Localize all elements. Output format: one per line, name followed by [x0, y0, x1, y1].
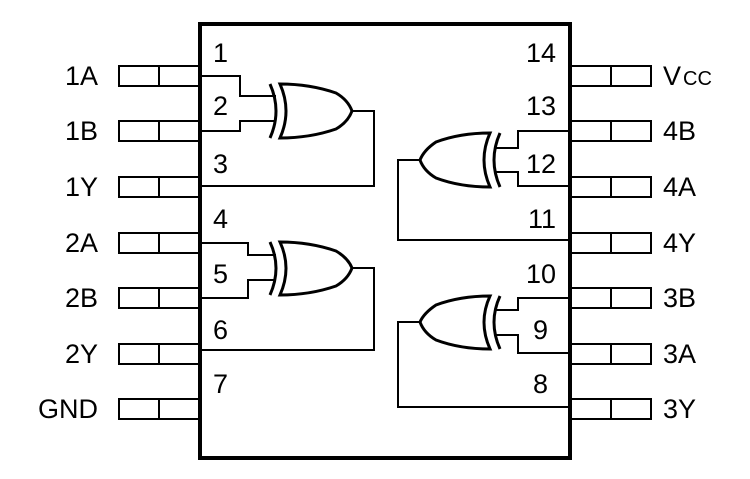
pin-9-number: 9	[533, 315, 548, 345]
pin-2-label: 1B	[65, 116, 98, 146]
pin-4-number: 4	[213, 204, 228, 234]
pin-7-number: 7	[213, 369, 228, 399]
pin-12-number: 12	[526, 149, 556, 179]
pin-9: 3A 9	[533, 315, 696, 369]
pin-6: 2Y 6	[65, 315, 228, 369]
pin-5-label: 2B	[65, 283, 98, 313]
pin-14-label-sub: CC	[683, 68, 712, 90]
internal-wiring	[200, 75, 570, 408]
right-pins: V CC 14 4B 13 4A 12 4Y 11 3B 10	[526, 38, 712, 424]
pin-14-label: V	[663, 61, 681, 91]
pin-8-label: 3Y	[663, 394, 696, 424]
pin-8: 3Y 8	[533, 369, 696, 424]
xor-gate-2	[268, 240, 354, 297]
pin-11: 4Y 11	[528, 204, 696, 258]
left-pins: 1A 1 1B 2 1Y 3 2A 4 2B 5	[38, 38, 228, 424]
pin-1-number: 1	[213, 38, 228, 68]
pin-3: 1Y 3	[65, 149, 228, 202]
xor-gate-4	[418, 131, 502, 189]
pin-1-label: 1A	[65, 61, 98, 91]
pin-8-number: 8	[533, 369, 548, 399]
pin-13: 4B 13	[526, 91, 696, 146]
pin-7-label: GND	[38, 394, 98, 424]
pin-9-label: 3A	[663, 339, 696, 369]
pin-6-number: 6	[213, 315, 228, 345]
pin-10-label: 3B	[663, 283, 696, 313]
pin-4: 2A 4	[65, 204, 228, 258]
pin-2-number: 2	[213, 91, 228, 121]
xor-gate-1	[268, 82, 354, 140]
pin-1: 1A 1	[65, 38, 228, 91]
pin-10-number: 10	[526, 259, 556, 289]
pin-2: 1B 2	[65, 91, 228, 146]
pin-3-number: 3	[213, 149, 228, 179]
pin-5: 2B 5	[65, 259, 228, 313]
pin-10: 3B 10	[526, 259, 696, 313]
xor-gate-3	[418, 294, 502, 351]
pin-14: V CC 14	[526, 38, 712, 91]
pin-14-number: 14	[526, 38, 556, 68]
pin-6-label: 2Y	[65, 339, 98, 369]
pin-12-label: 4A	[663, 172, 696, 202]
pin-5-number: 5	[213, 259, 228, 289]
pin-12: 4A 12	[526, 149, 696, 202]
pin-13-number: 13	[526, 91, 556, 121]
pin-3-label: 1Y	[65, 172, 98, 202]
pin-7: GND 7	[38, 369, 228, 424]
pin-4-label: 2A	[65, 228, 98, 258]
pin-11-number: 11	[528, 204, 556, 234]
pin-13-label: 4B	[663, 116, 696, 146]
pin-11-label: 4Y	[663, 228, 696, 258]
